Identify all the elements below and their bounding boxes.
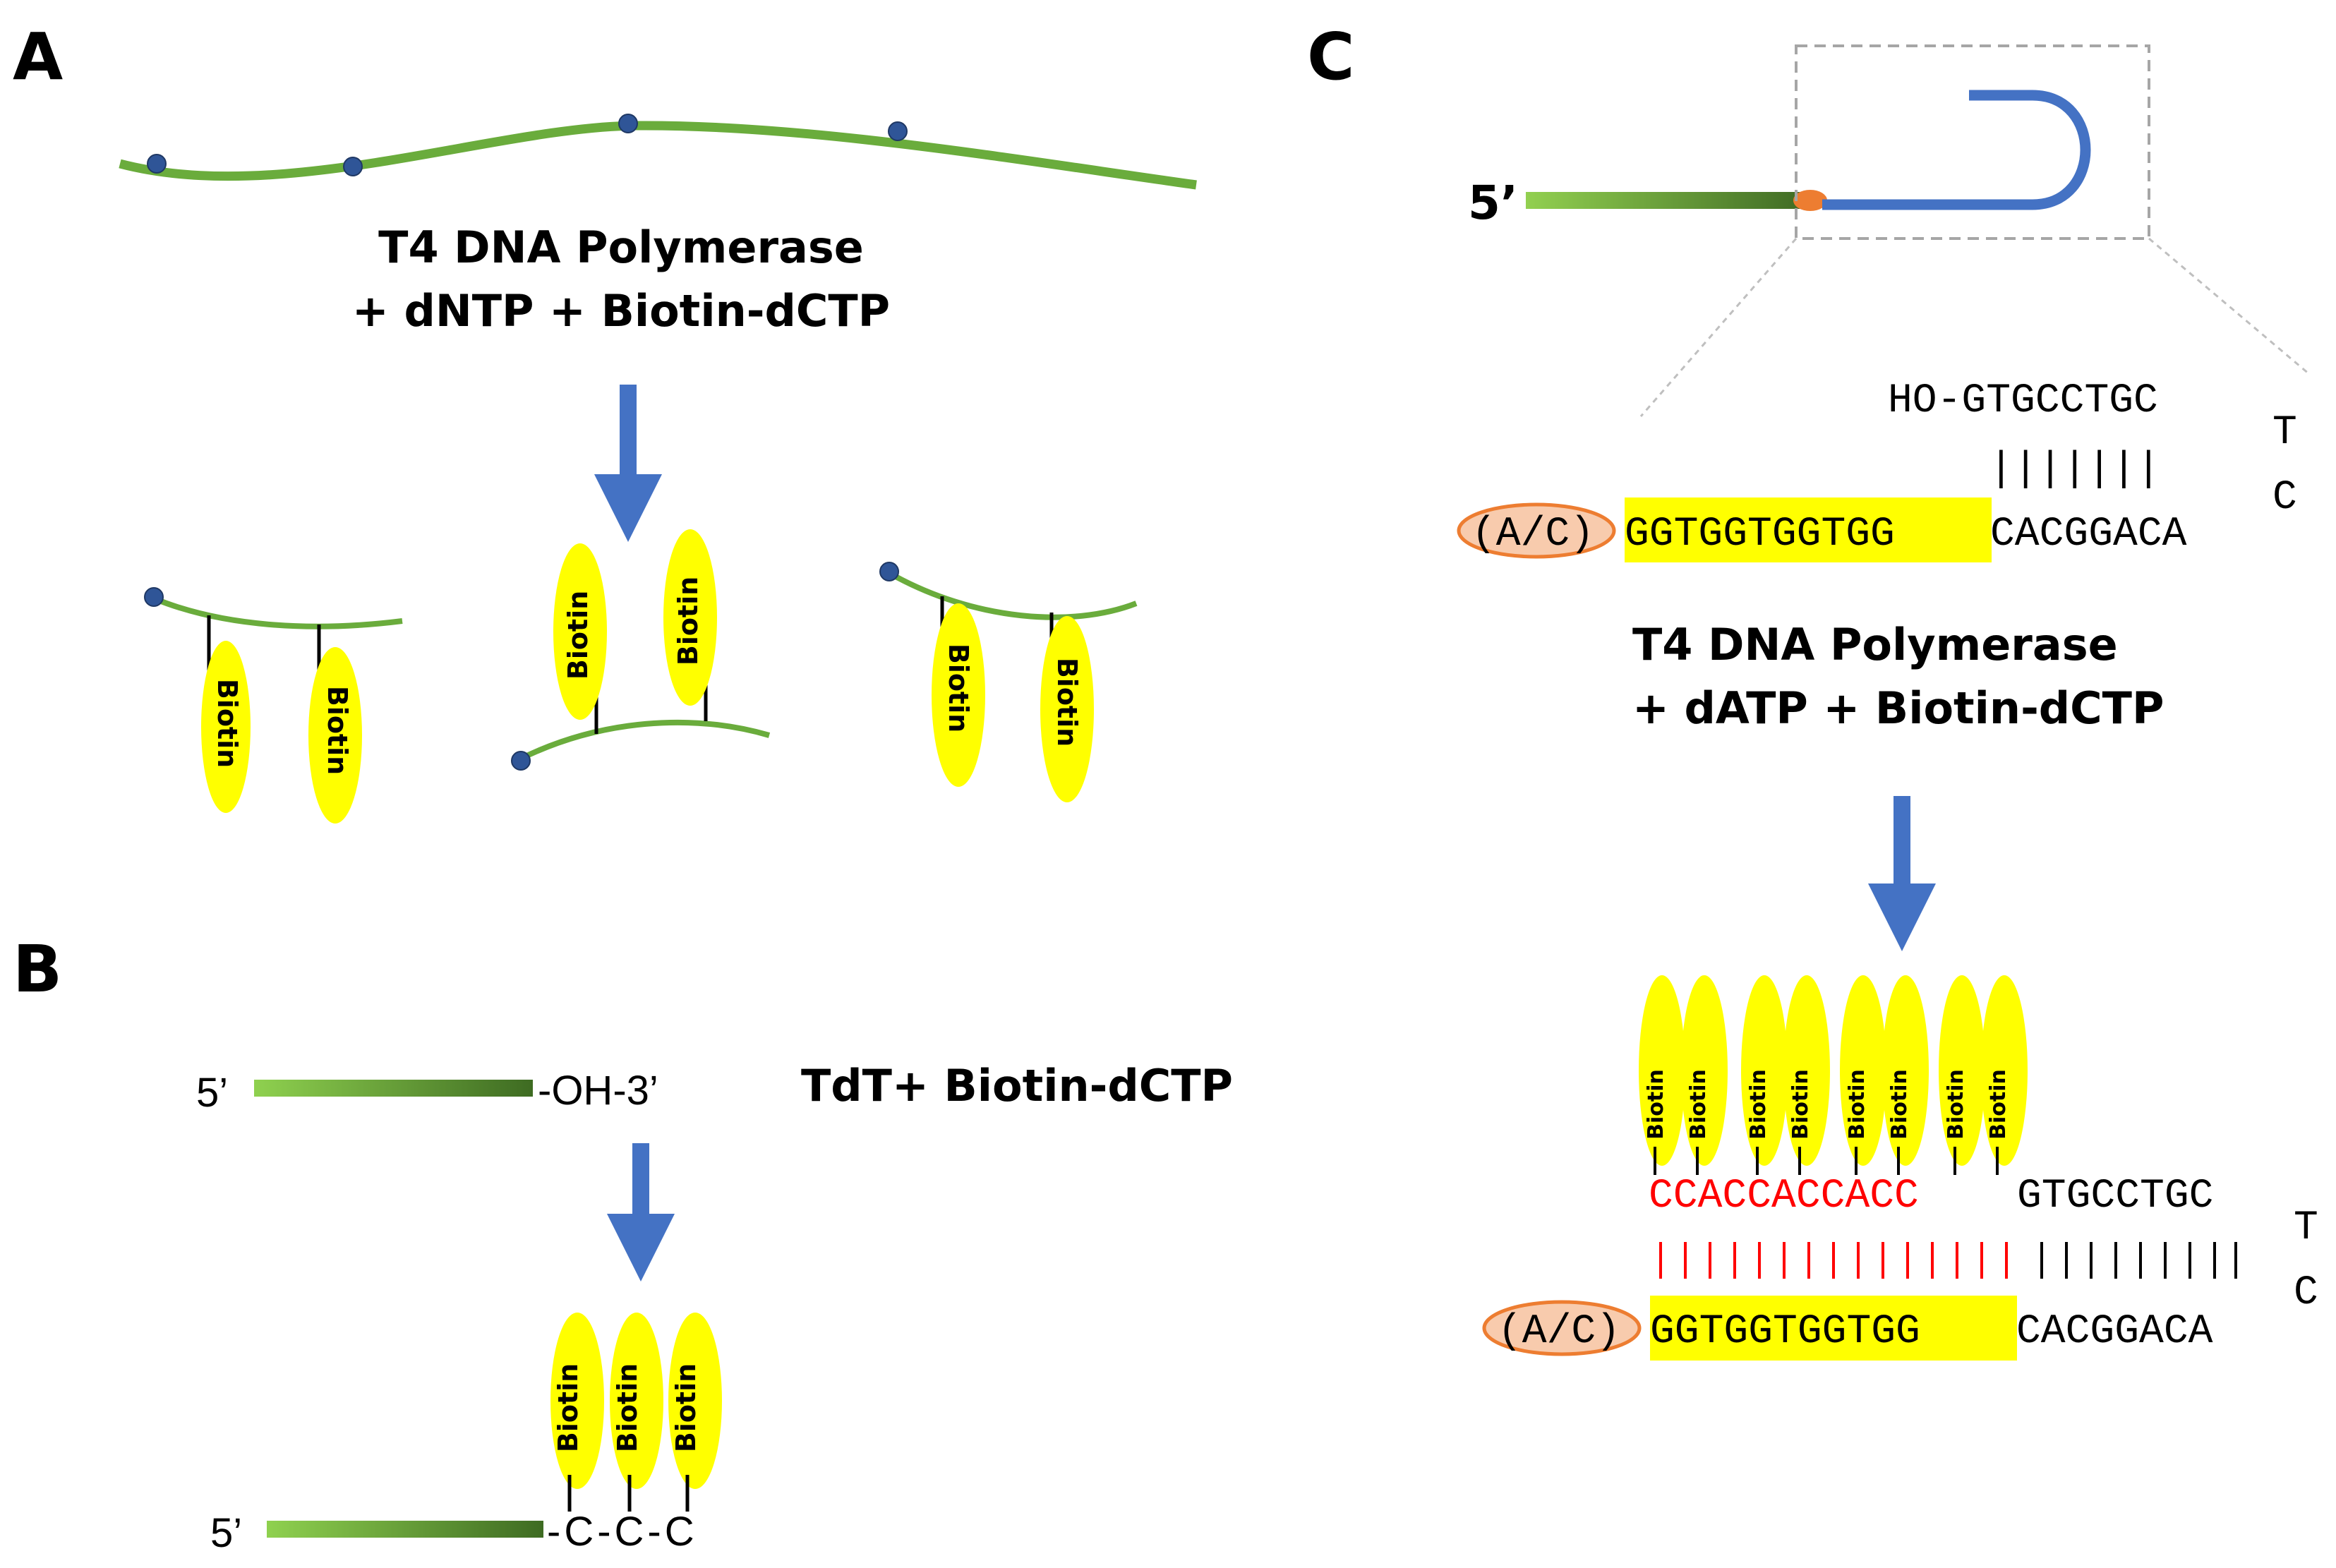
nick-dot <box>343 157 363 176</box>
dna-primer <box>267 1521 543 1538</box>
biotin-label: Biotin <box>1986 1069 2011 1140</box>
reaction-label-a-line1: T4 DNA Polymerase <box>378 222 864 273</box>
panel-a: A T4 DNA Polymerase + dNTP + Biotin-dCTP… <box>13 19 1197 824</box>
oh-3prime-end: -OH-3’ <box>538 1068 658 1114</box>
panel-b-letter: B <box>13 931 62 1007</box>
biotin-label: Biotin <box>1746 1069 1771 1140</box>
ggt-seq: GGTGGTGGTGG <box>1650 1309 1920 1355</box>
biotin-label: Biotin <box>553 1363 584 1452</box>
hairpin-primer <box>1526 192 1808 209</box>
biotin-label: Biotin <box>1845 1069 1870 1140</box>
biotin-tail: Biotin Biotin Biotin <box>550 1313 722 1512</box>
ho-strand: HO-GTGCCTGC <box>1888 378 2158 424</box>
ggt-highlight <box>1625 497 1992 562</box>
ac-label: (A/C) <box>1471 512 1594 557</box>
ac-oval <box>1457 502 1616 559</box>
panel-c-letter: C <box>1307 19 1355 95</box>
biotin-label: Biotin <box>943 644 974 732</box>
ac-oval <box>1482 1300 1642 1356</box>
biotin-label: Biotin <box>1644 1069 1668 1140</box>
biotin-array: Biotin Biotin Biotin Biotin Biotin Bioti… <box>1639 975 2028 1175</box>
biotin-label: Biotin <box>1052 658 1083 747</box>
dna-fragment: Biotin Biotin <box>879 562 1138 802</box>
biotin-label: Biotin <box>1944 1069 1968 1140</box>
loop-t: T <box>2272 410 2297 456</box>
reaction-label-c-line1: T4 DNA Polymerase <box>1632 619 2118 670</box>
biotin-label: Biotin <box>1788 1069 1813 1140</box>
loop-t: T <box>2294 1205 2318 1251</box>
dna-strand-long <box>119 121 1197 190</box>
reaction-label-c-line2: + dATP + Biotin-dCTP <box>1632 682 2164 734</box>
nick-dot <box>618 114 638 133</box>
biotin-label: Biotin <box>670 1363 702 1452</box>
nick-dot <box>888 121 908 141</box>
ccc-tail: -C-C-C <box>547 1509 698 1555</box>
loop-c: C <box>2272 475 2297 521</box>
biotin-label: Biotin <box>673 577 704 665</box>
five-prime-label: 5’ <box>210 1510 242 1556</box>
junction-dot <box>1793 190 1827 211</box>
ggt-highlight <box>1650 1296 2017 1361</box>
top-tail-seq: GTGCCTGC <box>2017 1174 2213 1219</box>
pair-marks: ||||||| <box>1989 447 2161 493</box>
tail-seq: CACGGACA <box>2016 1309 2213 1355</box>
biotin-label: Biotin <box>1887 1069 1912 1140</box>
biotin-label: Biotin <box>322 686 353 775</box>
hairpin-loop <box>1822 90 2091 210</box>
reaction-label-b: TdT+ Biotin-dCTP <box>801 1060 1233 1111</box>
dna-fragment: Biotin Biotin <box>511 529 771 771</box>
zoom-box <box>1795 44 2150 240</box>
new-seq: CCACCACCACC <box>1649 1174 1919 1219</box>
loop-c: C <box>2294 1270 2318 1316</box>
ggt-seq: GGTGGTGGTGG <box>1625 512 1895 557</box>
zoom-line <box>1639 238 1798 417</box>
biotin-label: Biotin <box>1686 1069 1711 1140</box>
biotin-label: Biotin <box>612 1363 643 1452</box>
tail-seq: CACGGACA <box>1990 512 2187 557</box>
biotin-label: Biotin <box>562 591 594 680</box>
nick-dot <box>147 154 167 174</box>
biotin-label: Biotin <box>212 679 243 768</box>
dna-fragment: Biotin Biotin <box>144 587 403 824</box>
panel-b: B 5’ -OH-3’ TdT+ Biotin-dCTP Biotin Biot… <box>13 931 1233 1556</box>
panel-a-letter: A <box>13 19 63 95</box>
zoom-line <box>2148 237 2310 375</box>
dna-primer <box>254 1080 533 1097</box>
five-prime-label: 5’ <box>1468 176 1518 230</box>
five-prime-label: 5’ <box>196 1070 228 1116</box>
panel-c: C 5’ HO-GTGCCTGC T C ||||||| (A/C) GGTGG… <box>1307 19 2318 1361</box>
base-pair-marks <box>1659 1242 2237 1279</box>
reaction-label-a-line2: + dNTP + Biotin-dCTP <box>352 285 890 337</box>
ac-label: (A/C) <box>1498 1309 1620 1355</box>
